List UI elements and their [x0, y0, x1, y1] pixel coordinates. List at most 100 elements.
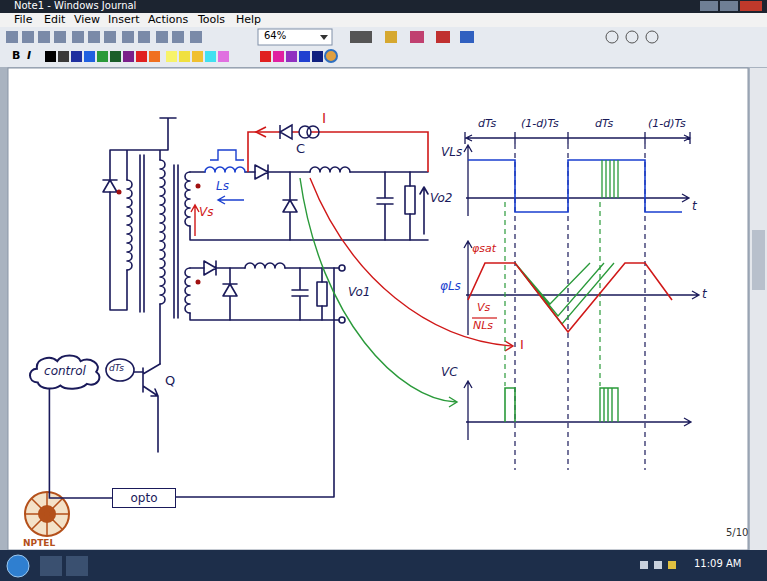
reset-diode: [280, 125, 292, 139]
toolbar-icon: [104, 31, 116, 43]
tray-icon: [668, 561, 676, 569]
color-swatch: [123, 51, 134, 62]
resistor-symbol: [317, 282, 327, 306]
color-swatch: [312, 51, 323, 62]
axis-label: t: [692, 200, 697, 214]
color-swatch: [84, 51, 95, 62]
voltage-arrow: [420, 187, 428, 234]
color-swatch: [286, 51, 297, 62]
output-inductor: [245, 263, 285, 268]
freewheel-diode: [283, 172, 297, 240]
node-text: control: [44, 364, 86, 378]
resistor-lead: [321, 268, 323, 320]
pan-icon: [606, 31, 618, 43]
current-label: I: [322, 110, 326, 126]
insert-icon: [460, 31, 474, 43]
forward-converter-circuit: [103, 118, 428, 497]
tray-icon: [640, 561, 648, 569]
color-swatch: [273, 51, 284, 62]
color-swatch: [179, 51, 190, 62]
toolbar-icon: [138, 31, 150, 43]
output-inductor: [310, 167, 350, 172]
interval-label: dTs: [595, 118, 613, 131]
close-button: [740, 1, 762, 11]
current-label: I: [520, 338, 524, 353]
duty-cloud: [106, 359, 134, 381]
menu-item: Actions: [148, 14, 188, 27]
highlighter-icon: [385, 31, 397, 43]
polarity-dot: [196, 280, 201, 285]
color-swatch: [205, 51, 216, 62]
voltage-arrow: [191, 205, 199, 236]
color-palette: [45, 50, 337, 62]
axis-label: φsat: [472, 243, 496, 256]
scrollbar: [750, 68, 767, 550]
transistor-symbol: [143, 364, 160, 452]
signal-wire: [49, 388, 112, 498]
inductor-label: Ls: [216, 180, 229, 194]
toolbar-icon: [54, 31, 66, 43]
zoom-out-icon: [646, 31, 658, 43]
slope-label: NLs: [473, 320, 493, 333]
taskbar-icon: [66, 556, 88, 576]
transformer-core: [140, 155, 178, 318]
resistor-symbol: [405, 186, 415, 214]
pen-icon: [350, 31, 372, 43]
toolbar-icon: [88, 31, 100, 43]
waveform-axes: [464, 132, 699, 440]
output-terminal: [339, 265, 345, 271]
capacitor-symbol: [292, 268, 308, 320]
toolbar-icon: [172, 31, 184, 43]
mag-amp-inductor: [205, 167, 245, 172]
color-swatch: [218, 51, 229, 62]
voltage-label: Vo2: [430, 192, 452, 206]
polarity-dot: [196, 184, 201, 189]
capacitor-voltage-pulse: [505, 388, 515, 422]
axis-label: VLs: [441, 146, 462, 160]
journal-page: [8, 68, 748, 550]
secondary-winding: [185, 172, 190, 226]
start-button: [7, 555, 29, 577]
pointer-curve: [300, 178, 456, 402]
lasso-icon: [436, 31, 450, 43]
axis: [464, 381, 691, 440]
toolbar-icon: [6, 31, 18, 43]
color-swatch: [71, 51, 82, 62]
reset-winding: [127, 180, 132, 270]
menu-bar: [0, 13, 767, 27]
tray-icon: [654, 561, 662, 569]
base-wire: [134, 371, 143, 373]
page-number: 5/10: [726, 527, 748, 539]
zoom-dropdown: [258, 29, 332, 45]
color-swatch: [136, 51, 147, 62]
color-swatch: [260, 51, 271, 62]
toolbar: [0, 27, 767, 67]
title-bar: [0, 0, 767, 13]
feedback-wire: [176, 268, 334, 497]
freewheel-diode: [223, 268, 237, 320]
node-label: C: [296, 142, 305, 157]
control-block: control: [26, 352, 104, 390]
color-swatch: [192, 51, 203, 62]
resistor-lead: [409, 172, 411, 240]
toolbar-icon: [122, 31, 134, 43]
italic-button: I: [27, 50, 31, 63]
output-wiring: [190, 172, 428, 240]
window-title: Note1 - Windows Journal: [14, 0, 136, 12]
polarity-dots: [117, 184, 201, 285]
secondary-winding: [185, 268, 190, 313]
polarity-dot: [117, 190, 122, 195]
voltage-arrow: [218, 196, 244, 204]
interval-label: (1-d)Ts: [648, 118, 686, 131]
axis-label: VC: [441, 366, 458, 380]
taskbar-icon: [40, 556, 62, 576]
color-swatch: [58, 51, 69, 62]
transistor-label: Q: [165, 374, 175, 389]
duty-label: dTs: [109, 363, 124, 373]
color-swatch: [299, 51, 310, 62]
menu-item: Help: [236, 14, 261, 27]
primary-wiring: [110, 118, 176, 310]
axis-label: φLs: [440, 280, 461, 294]
slope-label: Vs: [477, 302, 490, 315]
axis: [464, 241, 699, 335]
